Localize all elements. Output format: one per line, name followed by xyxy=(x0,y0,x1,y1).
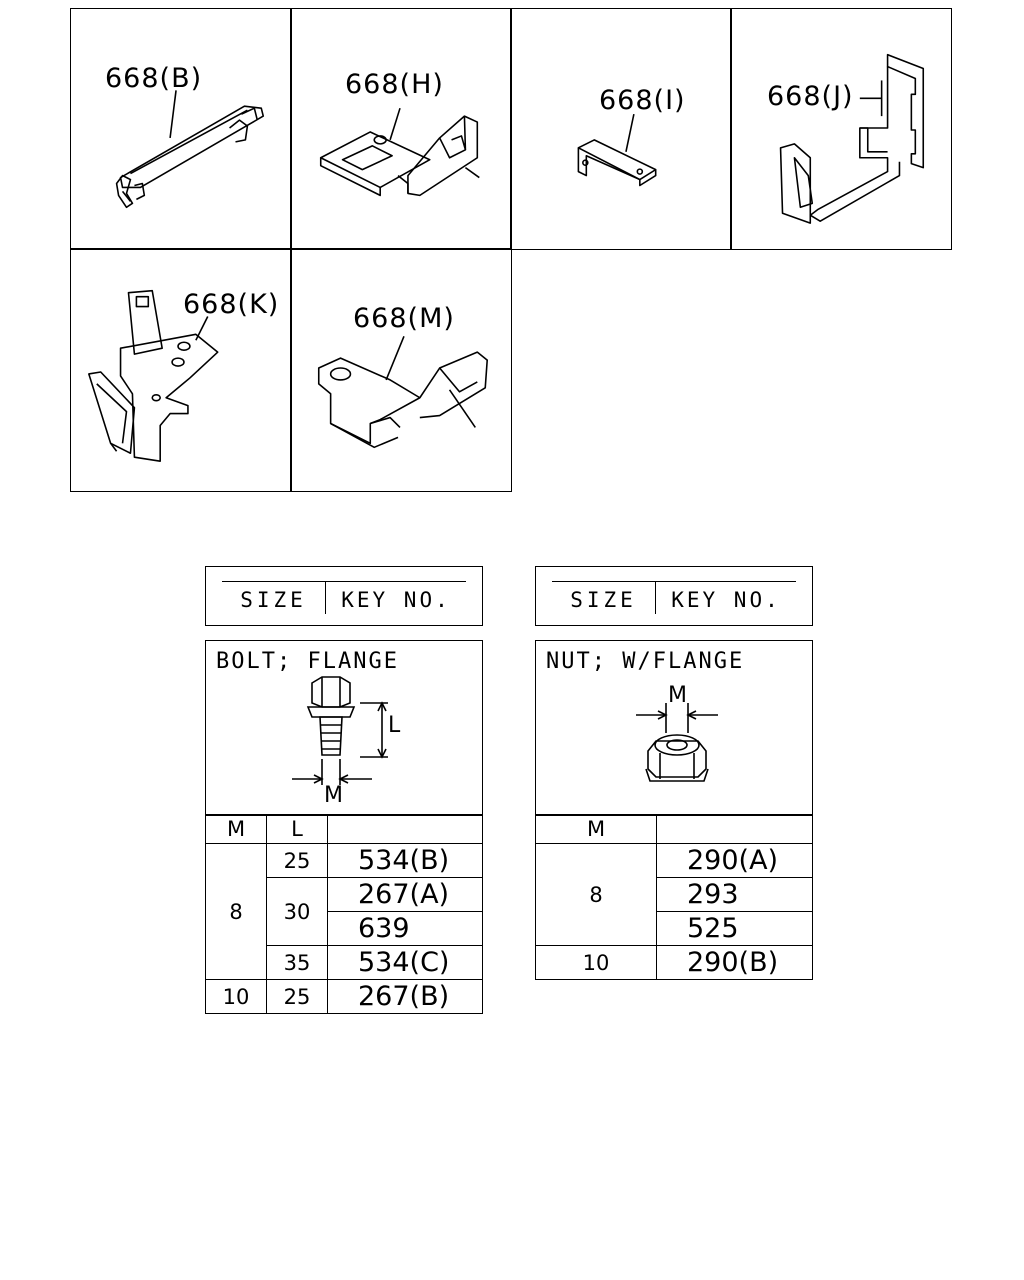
bolt-header-size: SIZE xyxy=(222,582,326,614)
nut-dim-m: M xyxy=(668,683,688,708)
nut-header-size: SIZE xyxy=(552,582,656,614)
bracket-668j-drawing xyxy=(779,53,925,224)
part-label-668m: 668(M) xyxy=(353,303,455,334)
bolt-parts-table: M L 8 25 534(B) 30 267(A) 639 35 534(C) … xyxy=(205,814,483,1014)
part-label-668j: 668(J) xyxy=(767,81,854,112)
bolt-header-key-no: KEY NO. xyxy=(341,588,451,612)
table-row: 30 267(A) xyxy=(206,877,483,946)
bolt-illustration-box: BOLT; FLANGE L M xyxy=(205,640,483,816)
bolt-col-m: M xyxy=(205,814,267,844)
bolt-table-header: SIZE KEY NO. xyxy=(205,566,483,626)
nut-flange-icon xyxy=(636,703,718,782)
table-row: 10 25 267(B) xyxy=(205,979,483,1014)
bracket-668b-drawing xyxy=(115,90,265,209)
table-row: 639 xyxy=(206,911,483,946)
part-cell-668h: 668(H) xyxy=(290,8,512,250)
nut-illustration-box: NUT; W/FLANGE M xyxy=(535,640,813,816)
bolt-flange-icon xyxy=(292,676,388,785)
nut-table-header: SIZE KEY NO. xyxy=(535,566,813,626)
bracket-668i-drawing xyxy=(577,113,657,187)
part-label-668i: 668(I) xyxy=(599,85,686,116)
table-row: 10 290(B) xyxy=(535,945,813,980)
table-row: 8 25 534(B) xyxy=(205,843,483,980)
part-label-668b: 668(B) xyxy=(105,63,203,94)
nut-col-m: M xyxy=(535,814,657,844)
part-label-668k: 668(K) xyxy=(183,289,280,320)
part-label-668h: 668(H) xyxy=(345,69,444,100)
bracket-668h-drawing xyxy=(319,107,480,197)
nut-title: NUT; W/FLANGE xyxy=(546,649,745,674)
part-cell-668k: 668(K) xyxy=(70,248,292,492)
table-row: 8 290(A) xyxy=(535,843,813,946)
table-row: 35 534(C) xyxy=(206,945,483,980)
part-cell-668j: 668(J) xyxy=(730,8,952,250)
table-row: 525 xyxy=(536,911,813,946)
part-cell-668b: 668(B) xyxy=(70,8,292,250)
bolt-dim-l: L xyxy=(388,713,402,738)
table-row: 293 xyxy=(536,877,813,912)
part-cell-668m: 668(M) xyxy=(290,248,512,492)
bolt-title: BOLT; FLANGE xyxy=(216,649,399,674)
bracket-668k-drawing xyxy=(88,289,219,462)
bolt-dim-m: M xyxy=(324,783,344,808)
nut-parts-table: M 8 290(A) 293 525 10 290(B) xyxy=(535,814,813,980)
bracket-668m-drawing xyxy=(317,336,489,449)
bolt-col-l: L xyxy=(266,814,328,844)
nut-header-key-no: KEY NO. xyxy=(671,588,781,612)
part-cell-668i: 668(I) xyxy=(510,8,732,250)
